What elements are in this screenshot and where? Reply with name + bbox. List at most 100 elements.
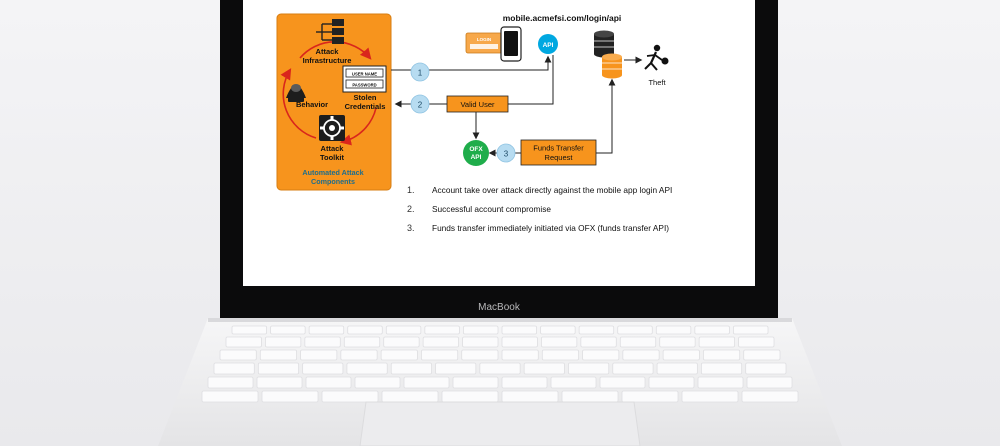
keyboard-key [698, 336, 735, 348]
keyboard-key [738, 336, 775, 348]
keyboard-key [622, 349, 660, 361]
keyboard-key [580, 336, 617, 348]
trackpad [359, 401, 641, 446]
list-item-3-num: 3. [407, 223, 415, 233]
keyboard-key [381, 390, 439, 403]
ofx-node-label-2: API [471, 154, 482, 161]
step-1-circle [410, 62, 430, 82]
keyboard-key [421, 349, 459, 361]
stolen-credentials-label-2: Credentials [345, 102, 386, 111]
keyboard-key [265, 336, 302, 348]
keyboard-key [403, 376, 450, 389]
keyboard-key [541, 336, 578, 348]
keyboard-key [462, 336, 499, 348]
keyboard-key [343, 336, 381, 348]
ofx-api-node [463, 140, 489, 166]
login-tag-icon: LOGIN [465, 32, 503, 54]
funds-transfer-box [520, 139, 597, 166]
keyboard-key [550, 376, 597, 389]
keyboard-key [257, 362, 300, 375]
keyboard-key [259, 349, 297, 361]
keyboard-key [617, 325, 653, 335]
keyboard-key [501, 390, 559, 403]
api-node-label: API [543, 42, 554, 49]
list-item-2-text: Successful account compromise [432, 204, 551, 214]
keyboard-key [305, 376, 352, 389]
keyboard-key [540, 325, 576, 335]
phone-icon [500, 26, 522, 62]
keyboard-key [501, 325, 537, 335]
keyboard-key [733, 325, 769, 335]
keyboard-key [383, 336, 420, 348]
server-tree-icon [316, 19, 344, 44]
valid-user-label: Valid User [460, 100, 495, 109]
keyboard-key [452, 376, 499, 389]
keyboard-key [501, 376, 548, 389]
keyboard-key [568, 362, 610, 375]
gear-icon [319, 115, 345, 141]
list-item-1-num: 1. [407, 185, 415, 195]
keyboard-key [225, 336, 262, 348]
connectors [391, 55, 616, 157]
keyboard-key [619, 336, 657, 348]
valid-user-box [446, 95, 509, 113]
brand-label: MacBook [478, 302, 521, 313]
keyboard-key [612, 362, 654, 375]
keyboard-key [435, 362, 477, 375]
keyboard-key [201, 390, 259, 403]
keyboard-key [380, 349, 418, 361]
keyboard-key [302, 362, 344, 375]
keyboard-key [621, 390, 679, 403]
thief-icon [644, 44, 669, 71]
keyboard-key [347, 325, 383, 335]
keyboard-key [340, 349, 378, 361]
keyboard-key [441, 390, 499, 403]
keyboard-key [681, 390, 739, 403]
hacker-icon [286, 84, 306, 102]
keyboard-key [300, 349, 338, 361]
keyboard-key [561, 390, 619, 403]
funds-transfer-label-2: Request [545, 153, 574, 162]
keyboard-key [523, 362, 565, 375]
behavior-label: Behavior [296, 100, 328, 109]
keyboard-key [582, 349, 620, 361]
keyboard-key [743, 349, 781, 361]
keyboard-key [256, 376, 303, 389]
keyboard-key [648, 376, 695, 389]
automated-components-label-2: Components [311, 177, 355, 186]
keyboard-key [270, 325, 306, 335]
attack-infrastructure-label-2: Infrastructure [303, 56, 352, 65]
keyboard-key [578, 325, 615, 335]
keyboard-key [461, 349, 499, 361]
keyboard-key [656, 362, 698, 375]
login-card-icon: USER NAME PASSWORD [342, 65, 387, 93]
hinge [208, 318, 792, 322]
automated-components-label-1: Automated Attack [302, 168, 363, 177]
username-text: USER NAME [352, 72, 377, 77]
keyboard-key [207, 376, 254, 389]
keyboard-key [697, 376, 744, 389]
theft-label: Theft [648, 78, 666, 87]
keyboard-key [422, 336, 459, 348]
keyboard-key [501, 349, 539, 361]
keyboard-key [213, 362, 255, 375]
api-node [538, 34, 558, 54]
keyboard-key [385, 325, 422, 335]
keyboard-key [308, 325, 345, 335]
keyboard-key [745, 362, 787, 375]
keyboard-key [261, 390, 319, 403]
ofx-node-label-1: OFX [469, 146, 483, 153]
list-item-2-num: 2. [407, 204, 415, 214]
keyboard-key [694, 325, 730, 335]
keyboard-key [354, 376, 401, 389]
keyboard-key [700, 362, 743, 375]
login-tag-text: LOGIN [477, 37, 491, 42]
step-list: 1. Account take over attack directly aga… [407, 185, 672, 233]
funds-transfer-label-1: Funds Transfer [533, 144, 584, 153]
keyboard-key [304, 336, 341, 348]
keyboard-key [746, 376, 793, 389]
keyboard [201, 325, 799, 403]
keyboard-key [424, 325, 460, 335]
url-label: mobile.acmefsi.com/login/api [503, 13, 622, 23]
